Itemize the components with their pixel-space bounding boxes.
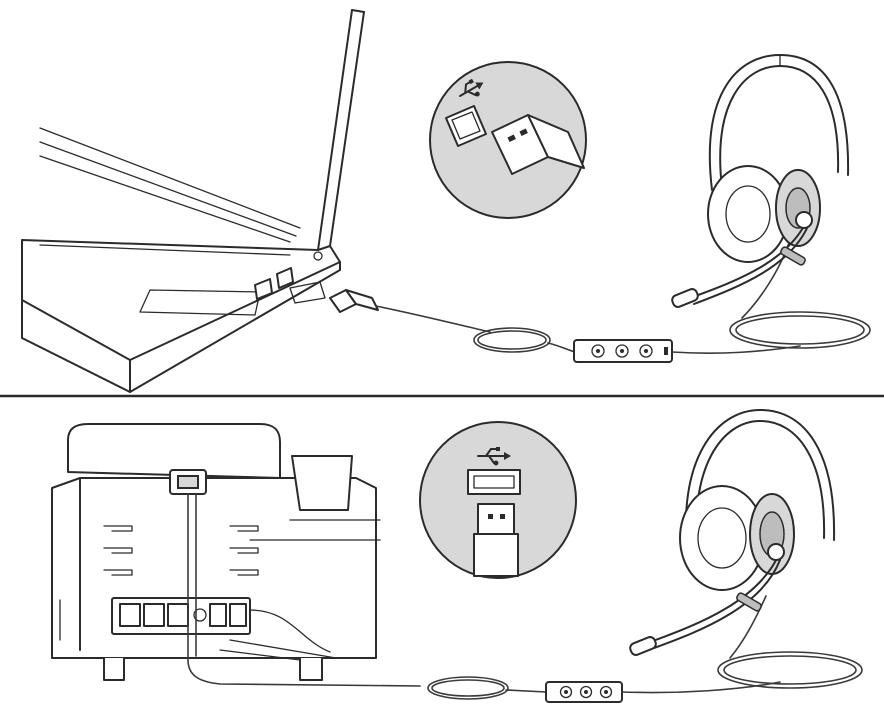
panel-desk-phone (51, 409, 863, 703)
usb-connector-magnifier-phone (419, 421, 577, 579)
usb-symbol-icon (459, 78, 484, 97)
phone-ports (111, 597, 251, 635)
laptop (21, 9, 365, 393)
usb-socket-front (467, 469, 521, 495)
usb-symbol-icon (477, 447, 511, 466)
headset (671, 54, 850, 308)
desk-phone (51, 423, 381, 681)
panel-computer (21, 9, 871, 393)
usb-connector-magnifier (429, 61, 587, 219)
usb-plug (473, 503, 519, 577)
usb-port-socket (445, 105, 487, 147)
headset (629, 409, 836, 656)
headset-usb-cable (329, 239, 871, 363)
usb-plug (491, 114, 585, 175)
laptop-usb-port (254, 267, 294, 300)
phone-usb-port (169, 469, 207, 495)
inline-controller (573, 339, 673, 363)
headset-usb-cable-phone (187, 493, 863, 703)
inline-controller (545, 681, 623, 703)
phone-vent-slots (103, 525, 259, 576)
